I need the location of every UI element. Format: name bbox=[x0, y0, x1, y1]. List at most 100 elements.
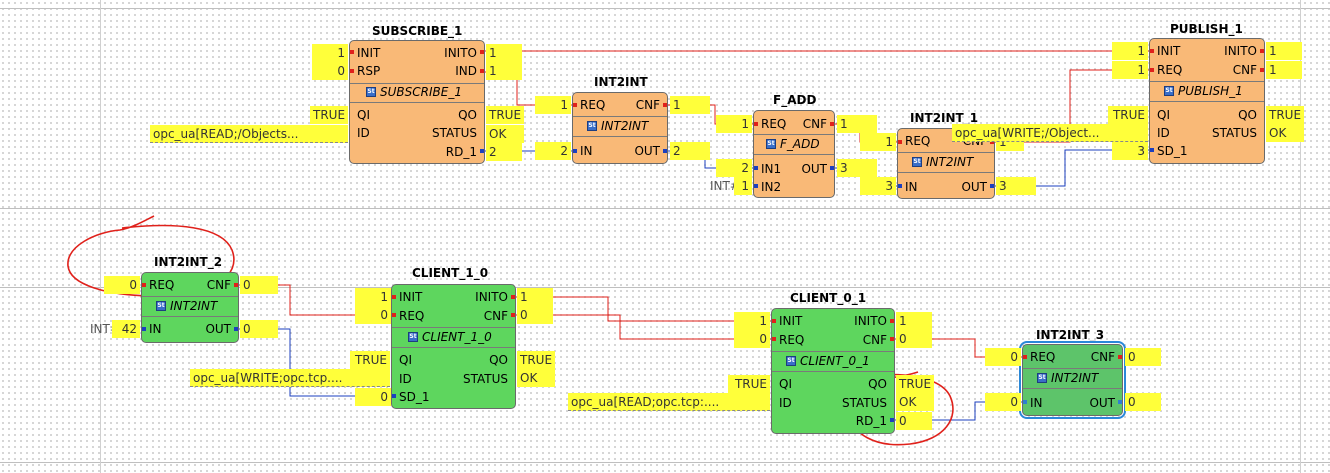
port-in1[interactable]: IN1 bbox=[761, 162, 782, 176]
watch-value[interactable]: 1 bbox=[734, 312, 770, 330]
watch-value[interactable]: 2 bbox=[716, 159, 752, 177]
watch-value[interactable]: 0 bbox=[240, 320, 278, 338]
watch-value[interactable]: 1 bbox=[716, 115, 752, 133]
watch-value[interactable]: 3 bbox=[860, 177, 896, 195]
port-id[interactable]: ID bbox=[779, 396, 792, 410]
function-block-subscribe-1[interactable]: INIT RSP INITO IND St SUBSCRIBE_1 QI ID … bbox=[349, 40, 485, 164]
watch-value[interactable]: 0 bbox=[1125, 348, 1161, 366]
watch-value[interactable]: opc_ua[READ;opc.tcp:.... bbox=[568, 393, 770, 411]
port-status[interactable]: STATUS bbox=[841, 396, 887, 410]
watch-value[interactable]: 1 bbox=[1112, 42, 1148, 60]
port-inito[interactable]: INITO bbox=[854, 314, 887, 328]
port-out[interactable]: OUT bbox=[634, 144, 660, 158]
port-out[interactable]: OUT bbox=[1089, 396, 1115, 410]
watch-value[interactable]: 1 bbox=[535, 96, 571, 114]
watch-value[interactable]: 0 bbox=[517, 306, 553, 324]
watch-value[interactable]: 42 bbox=[112, 320, 140, 338]
port-status[interactable]: STATUS bbox=[462, 372, 508, 386]
watch-value[interactable]: 1 bbox=[1112, 61, 1148, 79]
port-cnf[interactable]: CNF bbox=[635, 98, 660, 112]
function-block-client-0-1[interactable]: INIT REQ INITO CNF St CLIENT_0_1 QI ID Q… bbox=[771, 308, 895, 434]
watch-value[interactable]: 1 bbox=[837, 115, 877, 133]
port-in[interactable]: IN bbox=[1030, 396, 1043, 410]
port-out[interactable]: OUT bbox=[961, 180, 987, 194]
watch-value[interactable]: 0 bbox=[104, 276, 140, 294]
port-req[interactable]: REQ bbox=[399, 309, 425, 323]
watch-value[interactable]: 0 bbox=[355, 306, 391, 324]
port-init[interactable]: INIT bbox=[1157, 44, 1181, 58]
port-cnf[interactable]: CNF bbox=[483, 309, 508, 323]
watch-value[interactable]: opc_ua[WRITE;/Object... bbox=[952, 124, 1148, 142]
port-inito[interactable]: INITO bbox=[444, 46, 477, 60]
watch-value[interactable]: TRUE bbox=[517, 351, 555, 369]
watch-value[interactable]: OK bbox=[486, 125, 524, 143]
watch-value[interactable]: OK bbox=[896, 393, 934, 411]
watch-value[interactable]: OK bbox=[517, 369, 555, 387]
port-qo[interactable]: QO bbox=[868, 377, 887, 391]
port-req[interactable]: REQ bbox=[1157, 63, 1183, 77]
watch-value[interactable]: 1 bbox=[355, 288, 391, 306]
port-in[interactable]: IN bbox=[905, 180, 918, 194]
port-init[interactable]: INIT bbox=[779, 314, 803, 328]
port-inito[interactable]: INITO bbox=[475, 290, 508, 304]
watch-value[interactable]: TRUE bbox=[728, 375, 770, 393]
port-cnf[interactable]: CNF bbox=[206, 278, 231, 292]
watch-value[interactable]: 1 bbox=[1266, 42, 1302, 60]
port-qo[interactable]: QO bbox=[458, 108, 477, 122]
port-inito[interactable]: INITO bbox=[1224, 44, 1257, 58]
function-block-publish-1[interactable]: INIT REQ INITO CNF St PUBLISH_1 QI ID SD… bbox=[1149, 38, 1265, 164]
port-qi[interactable]: QI bbox=[357, 108, 370, 122]
port-req[interactable]: REQ bbox=[761, 117, 787, 131]
watch-value[interactable]: OK bbox=[1266, 124, 1304, 142]
watch-value[interactable]: 0 bbox=[240, 276, 278, 294]
port-cnf[interactable]: CNF bbox=[1090, 350, 1115, 364]
function-block-int2int-2[interactable]: REQ CNF St INT2INT IN OUT bbox=[141, 272, 239, 343]
watch-value[interactable]: TRUE bbox=[1266, 106, 1304, 124]
watch-value[interactable]: 2 bbox=[486, 143, 522, 161]
port-qo[interactable]: QO bbox=[489, 353, 508, 367]
watch-value[interactable]: 0 bbox=[985, 348, 1021, 366]
port-status[interactable]: STATUS bbox=[431, 126, 477, 140]
port-ind[interactable]: IND bbox=[455, 64, 477, 78]
port-in2[interactable]: IN2 bbox=[761, 180, 782, 194]
port-req[interactable]: REQ bbox=[905, 134, 931, 148]
watch-value[interactable]: 0 bbox=[896, 330, 932, 348]
watch-value[interactable]: 1 bbox=[517, 288, 553, 306]
watch-value[interactable]: TRUE bbox=[310, 106, 348, 124]
watch-value[interactable]: 1 bbox=[896, 312, 932, 330]
port-out[interactable]: OUT bbox=[205, 322, 231, 336]
port-req[interactable]: REQ bbox=[1030, 350, 1056, 364]
port-cnf[interactable]: CNF bbox=[802, 117, 827, 131]
port-id[interactable]: ID bbox=[357, 126, 370, 140]
watch-value[interactable]: 1 bbox=[860, 133, 896, 151]
port-id[interactable]: ID bbox=[1157, 126, 1170, 140]
function-block-int2int-3[interactable]: REQ CNF St INT2INT IN OUT bbox=[1019, 341, 1126, 419]
port-in[interactable]: IN bbox=[580, 144, 593, 158]
watch-value[interactable]: 3 bbox=[837, 159, 877, 177]
watch-value[interactable]: opc_ua[READ;/Objects... bbox=[150, 125, 348, 143]
watch-value[interactable]: 2 bbox=[535, 142, 571, 160]
function-block-client-1-0[interactable]: INIT REQ INITO CNF St CLIENT_1_0 QI ID S… bbox=[391, 284, 516, 409]
watch-value[interactable]: 1 bbox=[734, 177, 752, 195]
port-qi[interactable]: QI bbox=[779, 377, 792, 391]
port-in[interactable]: IN bbox=[149, 322, 162, 336]
watch-value[interactable]: 1 bbox=[312, 44, 348, 62]
port-qi[interactable]: QI bbox=[1157, 108, 1170, 122]
watch-value[interactable]: 0 bbox=[312, 62, 348, 80]
port-req[interactable]: REQ bbox=[149, 278, 175, 292]
function-block-f-add[interactable]: REQ CNF St F_ADD IN1 IN2 OUT bbox=[753, 110, 835, 198]
watch-value[interactable]: 0 bbox=[1125, 393, 1161, 411]
watch-value[interactable]: TRUE bbox=[1108, 106, 1148, 124]
watch-value[interactable]: 1 bbox=[670, 96, 710, 114]
port-rd-1[interactable]: RD_1 bbox=[855, 414, 887, 428]
watch-value[interactable]: TRUE bbox=[350, 351, 390, 369]
port-cnf[interactable]: CNF bbox=[862, 333, 887, 347]
watch-value[interactable]: 0 bbox=[734, 330, 770, 348]
watch-value[interactable]: TRUE bbox=[486, 106, 524, 124]
port-cnf[interactable]: CNF bbox=[1232, 63, 1257, 77]
port-sd-1[interactable]: SD_1 bbox=[1157, 144, 1188, 158]
port-qo[interactable]: QO bbox=[1238, 108, 1257, 122]
watch-value[interactable]: TRUE bbox=[896, 375, 934, 393]
port-qi[interactable]: QI bbox=[399, 353, 412, 367]
